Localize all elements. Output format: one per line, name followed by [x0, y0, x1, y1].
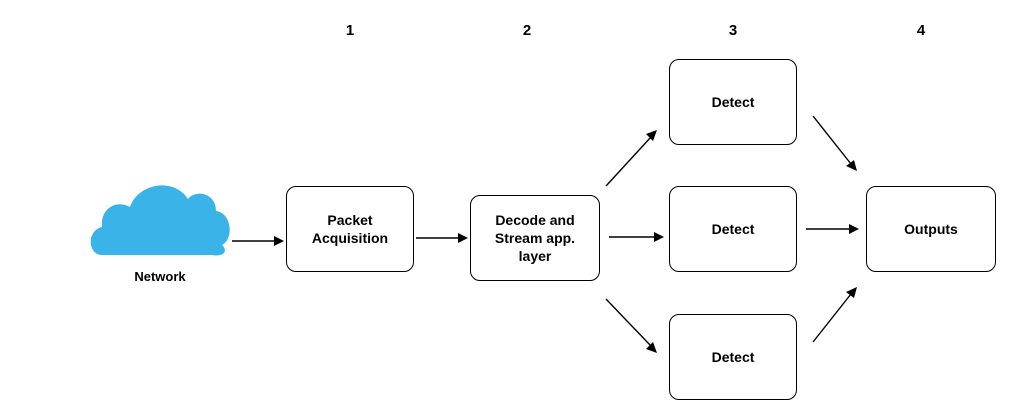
cloud-shape — [90, 185, 230, 256]
network-label: Network — [134, 269, 186, 284]
outputs-node: Outputs — [866, 186, 996, 272]
arrow-detect-bottom-to-outputs — [812, 287, 857, 343]
stage-number-3: 3 — [728, 22, 738, 39]
arrow-decode-to-detect-middle — [609, 232, 664, 242]
decode-stream-node: Decode and Stream app. layer — [470, 195, 600, 281]
stage-number-2: 2 — [522, 22, 532, 39]
arrow-decode-to-detect-top — [605, 130, 657, 187]
stage-number-4: 4 — [916, 22, 926, 39]
packet-acquisition-node: Packet Acquisition — [286, 186, 414, 272]
detect-node-middle: Detect — [669, 186, 797, 272]
stage-number-1: 1 — [345, 22, 355, 39]
arrow-decode-to-detect-bottom — [605, 298, 657, 353]
detect-node-top: Detect — [669, 59, 797, 145]
arrow-packet-to-decode — [416, 233, 468, 243]
cloud-icon — [90, 185, 230, 256]
arrow-detect-middle-to-outputs — [806, 224, 859, 234]
arrow-network-to-packet — [232, 236, 284, 246]
detect-node-bottom: Detect — [669, 314, 797, 400]
arrow-detect-top-to-outputs — [812, 115, 857, 171]
